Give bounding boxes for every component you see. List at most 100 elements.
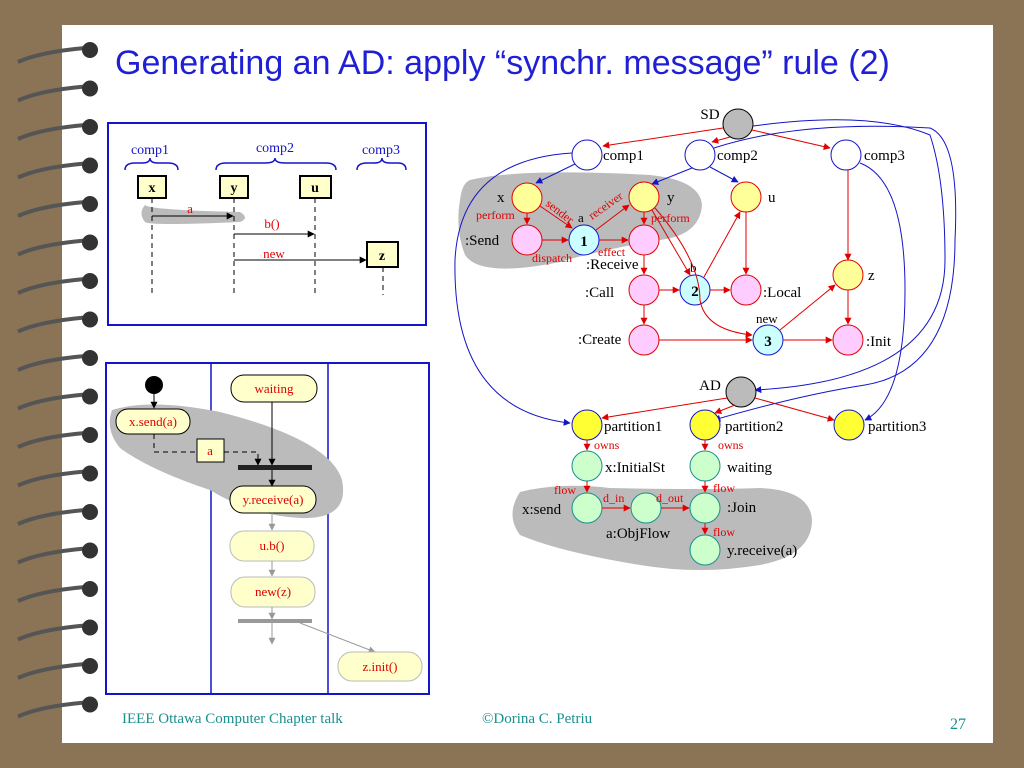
graph-event-receive: :Receive: [586, 257, 639, 273]
graph-comp1: comp1: [603, 148, 644, 164]
binding-ring: [17, 662, 86, 680]
ad-node-label: AD: [699, 378, 721, 394]
binding-ring: [17, 469, 86, 488]
ad-node-y-receive: y.receive(a): [243, 492, 304, 507]
edge-d-in: d_in: [603, 491, 624, 505]
graph-partition3: partition3: [868, 419, 926, 435]
graph-event-create: :Create: [578, 332, 622, 348]
binding-ring: [17, 238, 86, 257]
sd-msg-a: a: [187, 201, 193, 216]
binding-ring: [17, 546, 86, 565]
sd-comp2-label: comp2: [256, 141, 294, 156]
binding-ring: [17, 84, 86, 103]
graph-ad-initial: x:InitialSt: [605, 460, 666, 476]
binding-hole: [82, 157, 98, 174]
footer-talk-title: IEEE Ottawa Computer Chapter talk: [122, 711, 343, 727]
edge-flow-1: flow: [554, 483, 576, 497]
graph-msg-number-2: 2: [691, 284, 699, 300]
graph-ad-join: :Join: [727, 500, 757, 516]
graph-instance-x: x: [497, 190, 505, 206]
spiral-binding: [17, 42, 98, 719]
sd-comp3-label: comp3: [362, 143, 400, 158]
ad-node-z-init: z.init(): [362, 659, 397, 674]
graph-instance-u: u: [768, 190, 776, 206]
binding-hole: [82, 658, 98, 674]
graph-msg-number-3: 3: [764, 334, 772, 350]
binding-ring: [17, 354, 86, 372]
edge-perform-x: perform: [476, 208, 515, 222]
edge-flow-2: flow: [713, 481, 735, 495]
graph-msg-a: a: [578, 210, 584, 225]
binding-ring: [17, 392, 86, 411]
graph-event-send: :Send: [465, 233, 500, 249]
graph-panel: SD comp1 comp2 comp3 x y u z :Send :Rece: [454, 107, 957, 570]
ad-node-x-send: x.send(a): [129, 414, 177, 429]
graph-comp3: comp3: [864, 148, 905, 164]
binding-ring: [17, 200, 86, 218]
binding-ring: [17, 277, 86, 295]
graph-event-call: :Call: [585, 285, 614, 301]
edge-d-out: d_out: [656, 491, 684, 505]
graph-ad-waiting: waiting: [727, 460, 772, 476]
binding-ring: [17, 700, 86, 719]
sequence-diagram-panel: comp1 comp2 comp3 x y u z a b() new: [107, 122, 427, 326]
binding-hole: [82, 80, 98, 97]
sd-lifeline-z: z: [379, 249, 385, 264]
edge-perform-y: perform: [651, 211, 690, 225]
footer-author: ©Dorina C. Petriu: [482, 711, 593, 727]
edge-owns-1: owns: [594, 438, 620, 452]
ad-node-new-z: new(z): [255, 584, 291, 599]
binding-ring: [17, 508, 86, 526]
page-number: 27: [950, 716, 966, 733]
sd-msg-b: b(): [264, 216, 279, 231]
graph-instance-z: z: [868, 268, 875, 284]
graph-comp2: comp2: [717, 148, 758, 164]
sd-comp1-label: comp1: [131, 143, 169, 158]
binding-ring: [17, 161, 86, 180]
graph-event-local: :Local: [763, 285, 801, 301]
binding-ring: [17, 585, 86, 603]
graph-instance-y: y: [667, 190, 675, 206]
binding-hole: [82, 273, 98, 289]
activity-diagram-panel: x.send(a) waiting a y.receive(a) u.b() n…: [105, 362, 430, 695]
graph-event-init: :Init: [866, 334, 892, 350]
graph-partition2: partition2: [725, 419, 783, 435]
graph-partition1: partition1: [604, 419, 662, 435]
binding-ring: [17, 315, 86, 334]
binding-hole: [82, 234, 98, 251]
sd-node-label: SD: [700, 107, 719, 123]
binding-hole: [82, 42, 98, 58]
binding-hole: [82, 504, 98, 520]
binding-ring: [17, 623, 86, 642]
binding-hole: [82, 311, 98, 328]
ad-node-a: a: [207, 443, 213, 458]
binding-hole: [82, 388, 98, 405]
edge-dispatch: dispatch: [532, 251, 572, 265]
binding-ring: [17, 123, 86, 141]
graph-ad-send: x:send: [522, 502, 562, 518]
graph-ad-objflow: a:ObjFlow: [606, 526, 670, 542]
binding-hole: [82, 427, 98, 443]
graph-ad-receive: y.receive(a): [727, 543, 797, 559]
binding-hole: [82, 542, 98, 559]
binding-hole: [82, 619, 98, 636]
binding-hole: [82, 696, 98, 713]
binding-hole: [82, 350, 98, 366]
sd-lifeline-u: u: [311, 181, 319, 196]
edge-effect: effect: [598, 245, 626, 259]
ad-node-u-b: u.b(): [260, 538, 285, 553]
edge-flow-3: flow: [713, 525, 735, 539]
slide-title: Generating an AD: apply “synchr. message…: [115, 44, 890, 82]
binding-ring: [17, 431, 86, 449]
ad-node-waiting: waiting: [255, 381, 294, 396]
graph-msg-number-1: 1: [580, 234, 588, 250]
binding-ring: [17, 46, 86, 64]
edge-owns-2: owns: [718, 438, 744, 452]
binding-hole: [82, 119, 98, 135]
sd-msg-new: new: [263, 246, 285, 261]
graph-msg-new: new: [756, 311, 778, 326]
sd-lifeline-y: y: [231, 181, 238, 196]
sd-lifeline-x: x: [149, 181, 156, 196]
binding-hole: [82, 465, 98, 482]
